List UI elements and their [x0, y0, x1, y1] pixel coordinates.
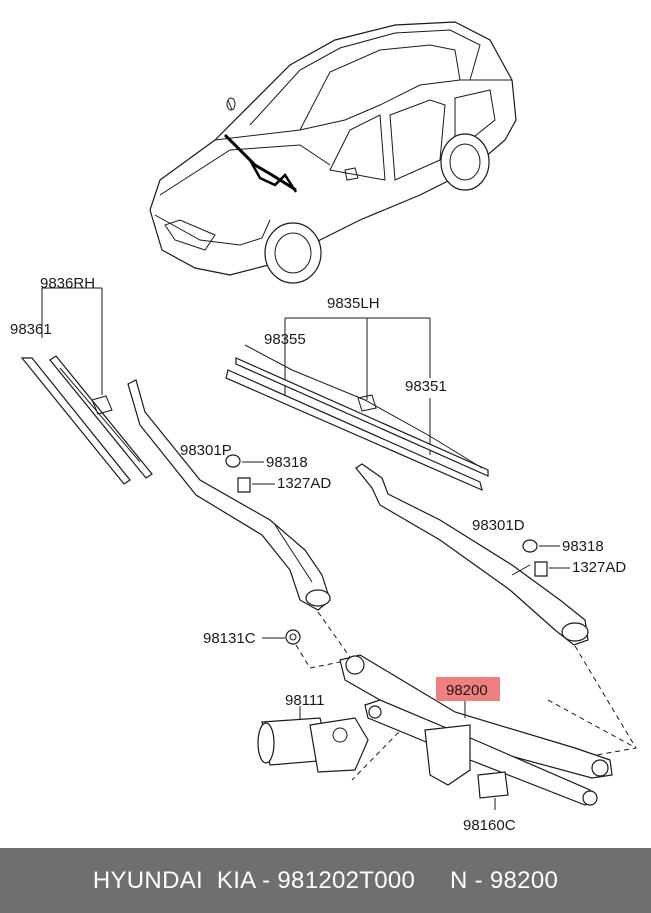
- motor-group: 98111: [257, 692, 369, 773]
- arm-passenger-group: 98301P 98318 1327AD: [127, 379, 331, 611]
- bolt-group: 98131C: [203, 629, 301, 647]
- label-98301p: 98301P: [180, 442, 232, 459]
- footer-part-number: HYUNDAI KIA - 981202T000: [92, 866, 416, 894]
- label-98318-p: 98318: [266, 454, 308, 471]
- car-illustration: [149, 21, 517, 284]
- parts-diagram: 9836RH 98361 9835LH 98355 98351 98301P 9…: [10, 21, 637, 834]
- label-98318-d: 98318: [562, 538, 604, 555]
- label-9835lh: 9835LH: [327, 295, 380, 312]
- label-98361: 98361: [10, 321, 52, 338]
- label-98355: 98355: [264, 331, 306, 348]
- label-1327ad-d: 1327AD: [572, 559, 626, 576]
- label-98131c: 98131C: [203, 630, 256, 647]
- linkage-label-group: 98200: [436, 677, 500, 701]
- label-9836rh: 9836RH: [40, 275, 95, 292]
- label-98111: 98111: [285, 692, 325, 709]
- blade-lh-group: 9835LH 98355 98351: [225, 295, 489, 492]
- label-98351: 98351: [405, 378, 447, 395]
- label-1327ad-p: 1327AD: [277, 475, 331, 492]
- highlight-box-98200: [436, 677, 500, 701]
- arm-driver-group: 98301D 98318 1327AD: [355, 463, 626, 646]
- footer-bar: HYUNDAI KIA - 981202T000 N - 98200: [0, 848, 651, 913]
- blade-rh-group: 9836RH 98361: [10, 275, 153, 485]
- label-98160c: 98160C: [463, 817, 516, 834]
- linkage-group: 98160C: [339, 654, 613, 834]
- label-98200: 98200: [446, 682, 488, 699]
- label-98301d: 98301D: [472, 517, 525, 534]
- footer-reference: N - 98200: [450, 866, 559, 894]
- footer-gap: [415, 867, 450, 895]
